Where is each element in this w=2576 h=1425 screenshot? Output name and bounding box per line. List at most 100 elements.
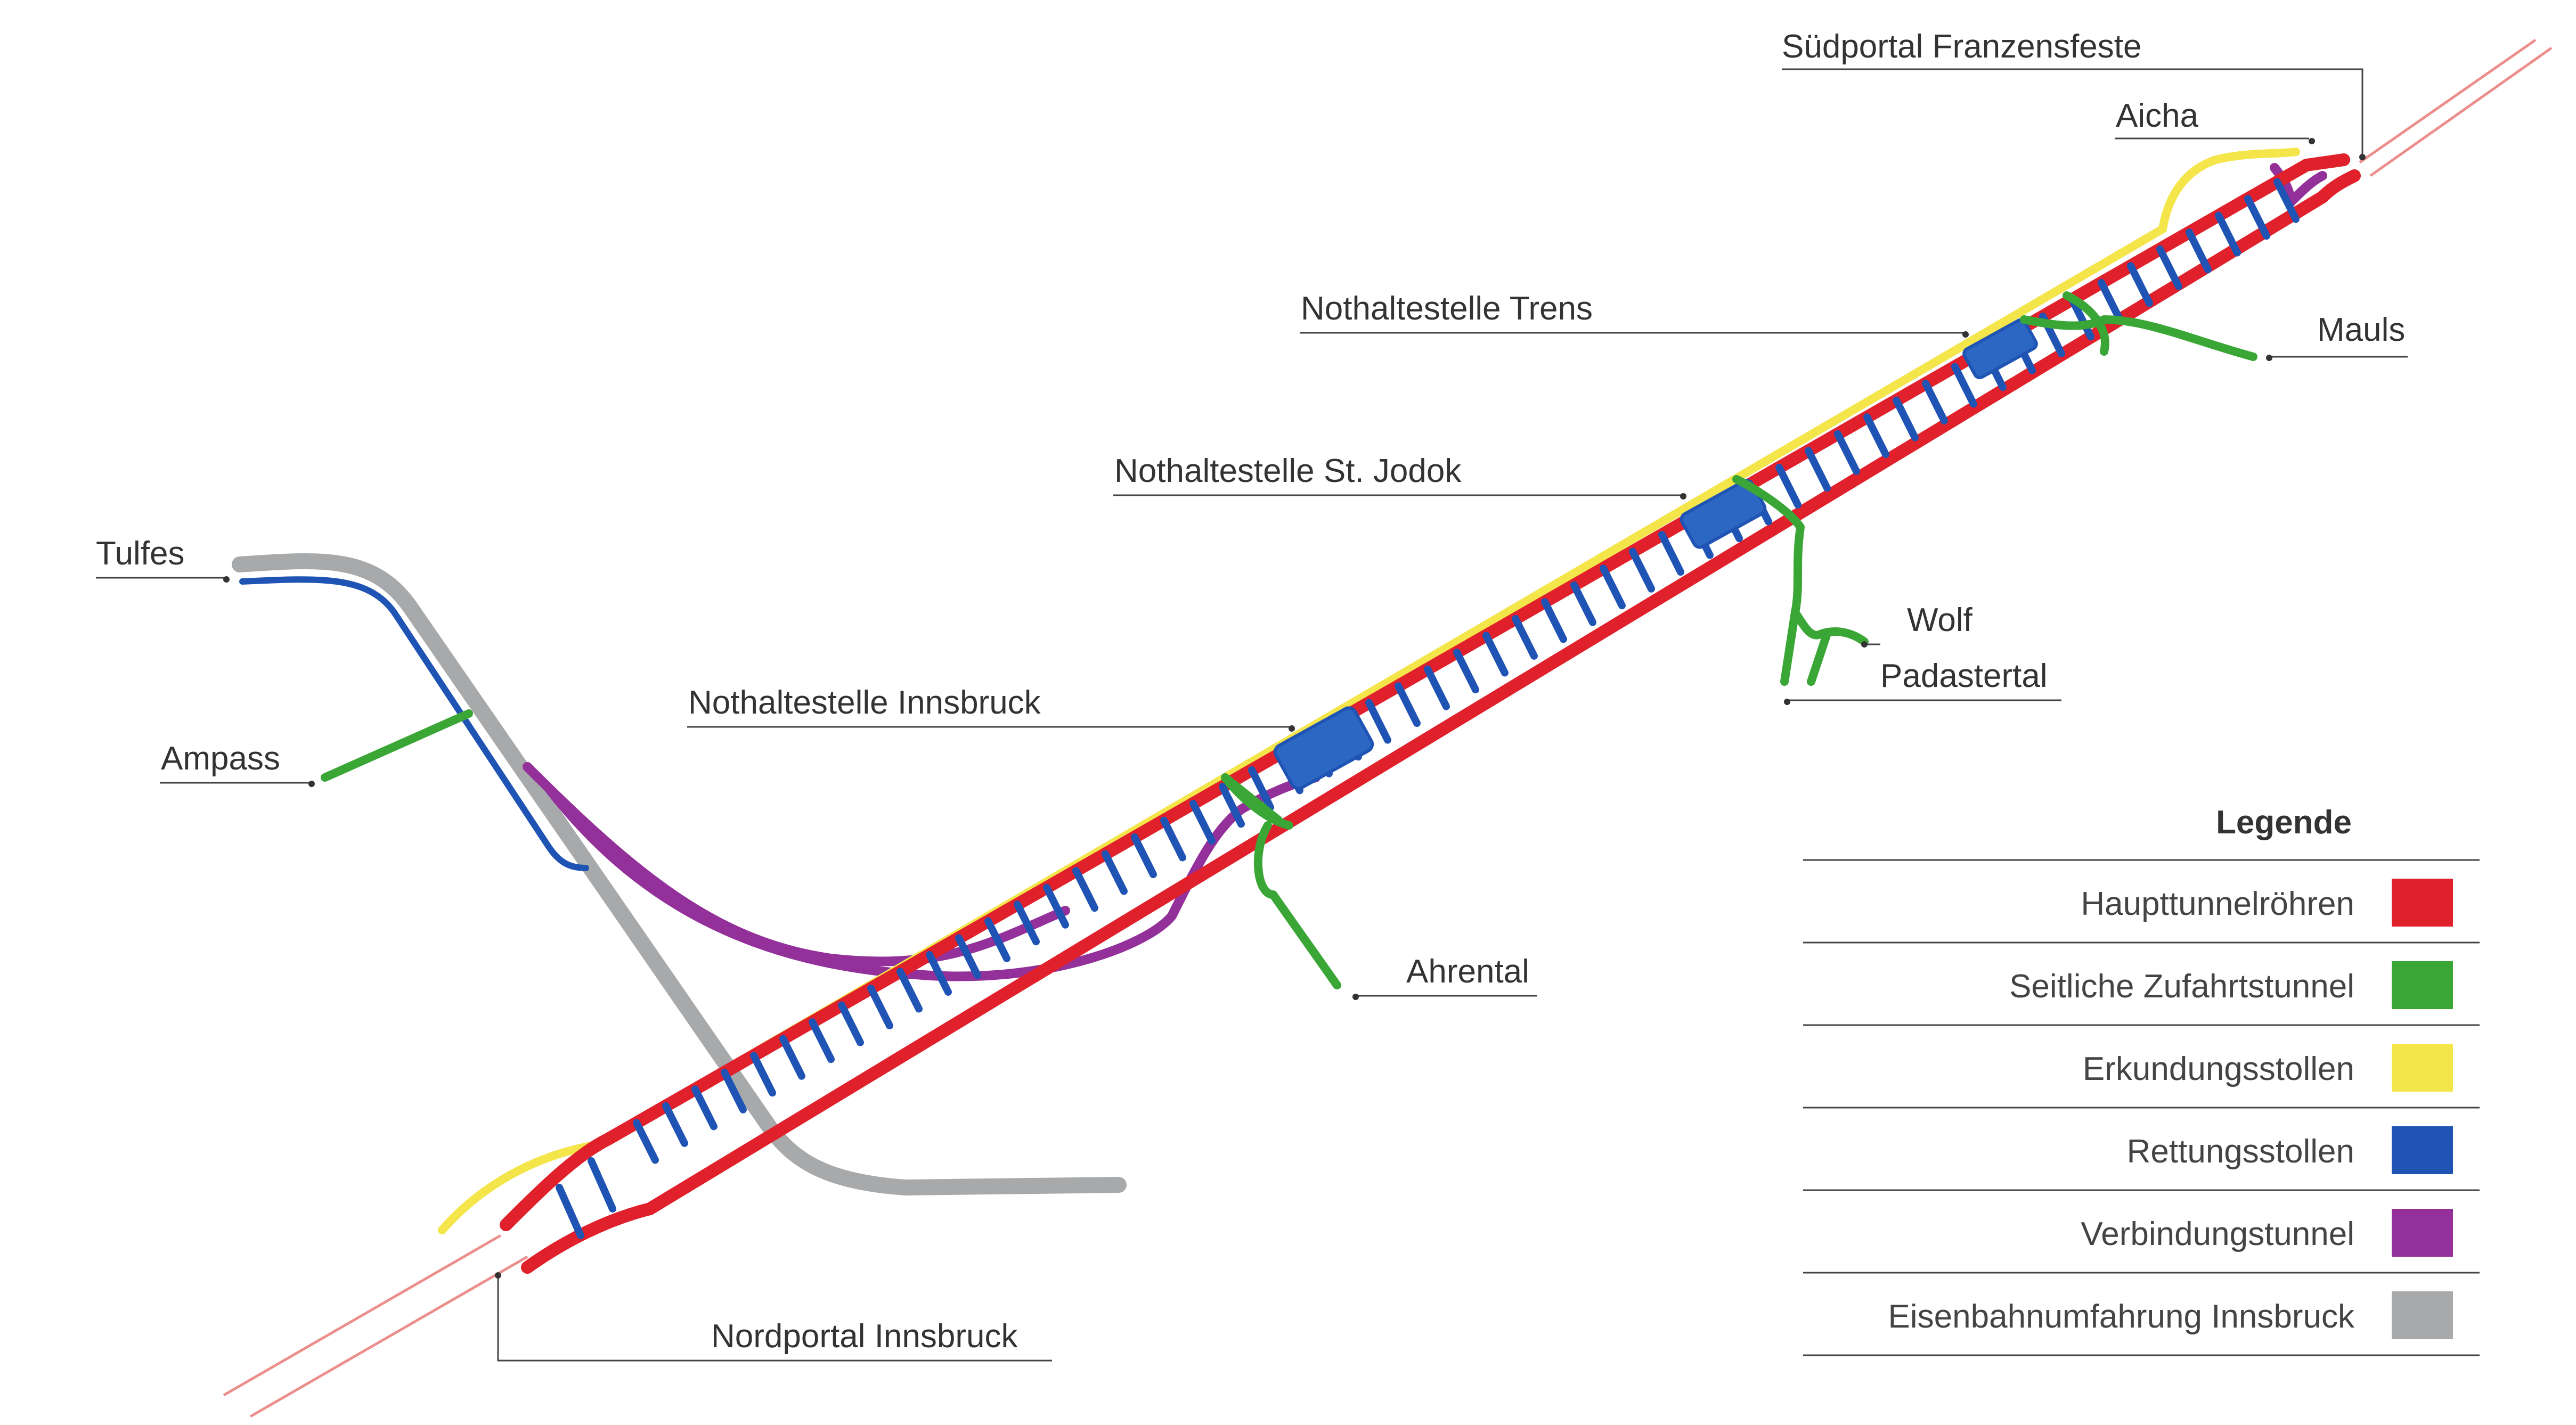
label-trens: Nothaltestelle Trens xyxy=(1301,290,1593,327)
cross-passage xyxy=(1805,447,1831,492)
cross-passage xyxy=(588,1157,616,1213)
cross-passage xyxy=(1043,883,1069,929)
connection-tunnel-south-2 xyxy=(2286,171,2327,207)
cross-passage xyxy=(2098,279,2124,324)
cross-passage xyxy=(1863,413,1889,458)
cross-passage xyxy=(1541,598,1567,643)
leader-lines xyxy=(96,68,2408,1362)
cross-passage xyxy=(721,1068,747,1113)
cross-passage xyxy=(2156,245,2182,290)
cross-passage xyxy=(1424,665,1450,710)
cross-passage xyxy=(955,934,981,979)
cross-passage xyxy=(1570,581,1596,626)
label-suedportal: Südportal Franzensfeste xyxy=(1782,28,2142,65)
cross-passage xyxy=(1951,363,1977,408)
emergency-stop-trens xyxy=(1962,318,2038,380)
legend-title: Legende xyxy=(2216,804,2352,841)
label-ahrental: Ahrental xyxy=(1406,953,1529,990)
legend-swatch-main xyxy=(2392,879,2453,927)
cross-passage xyxy=(1922,380,1948,425)
access-tunnel-mauls xyxy=(2020,315,2257,361)
main-tunnel-west xyxy=(500,153,2350,1231)
main-tunnels xyxy=(500,153,2361,1274)
cross-passage xyxy=(2127,262,2153,307)
legend-label-access: Seitliche Zufahrtstunnel xyxy=(2009,968,2354,1005)
cross-passage xyxy=(691,1085,718,1131)
cross-passage xyxy=(779,1035,805,1080)
exploration-tunnel xyxy=(438,148,2300,1234)
cross-passage xyxy=(1600,564,1626,610)
rescue-tunnel-tulfes xyxy=(239,576,589,871)
legend-item-connection: Verbindungstunnel xyxy=(1803,1209,2480,1274)
legend-swatch-rescue xyxy=(2392,1126,2453,1174)
cross-passage xyxy=(1219,783,1245,828)
cross-passage xyxy=(2186,228,2212,274)
label-nordportal: Nordportal Innsbruck xyxy=(711,1318,1018,1355)
access-tunnels xyxy=(321,291,2257,989)
label-jodok: Nothaltestelle St. Jodok xyxy=(1114,453,1462,489)
label-padastertal: Padastertal xyxy=(1880,658,2048,694)
cross-passage xyxy=(1395,682,1421,727)
leader-suedportal xyxy=(1782,68,2363,154)
connection-tunnel-1 xyxy=(523,762,1070,967)
access-tunnel-wolf xyxy=(1732,475,1805,686)
legend-item-access: Seitliche Zufahrtstunnel xyxy=(1803,961,2480,1026)
access-tunnel-mauls-2 xyxy=(2063,291,2109,356)
bypass-innsbruck xyxy=(232,553,1127,1196)
leader-dot-suedportal xyxy=(2359,154,2366,160)
cross-passage xyxy=(1131,833,1157,879)
cross-passage xyxy=(1629,547,1655,593)
cross-passage xyxy=(1248,766,1274,811)
cross-passage xyxy=(1160,816,1186,862)
cross-passage xyxy=(750,1052,776,1097)
cross-passage xyxy=(1512,615,1538,660)
label-ampass: Ampass xyxy=(161,740,280,777)
legend-swatch-access xyxy=(2392,961,2453,1009)
rail-line-north-west-2 xyxy=(249,1255,528,1418)
leader-dot-wolf xyxy=(1861,641,1868,648)
label-wolf: Wolf xyxy=(1907,602,1973,638)
legend-label-bypass: Eisenbahnumfahrung Innsbruck xyxy=(1888,1298,2355,1335)
cross-passage xyxy=(1893,396,1919,441)
cross-passage xyxy=(662,1102,688,1147)
label-innsbruck-stop: Nothaltestelle Innsbruck xyxy=(688,684,1041,721)
cross-passage xyxy=(1072,867,1098,912)
cross-passage xyxy=(2273,178,2300,223)
legend-swatch-exploration xyxy=(2392,1044,2453,1092)
cross-passage xyxy=(2068,296,2094,341)
cross-passage xyxy=(926,951,952,996)
cross-passage xyxy=(1102,850,1128,895)
cross-passage xyxy=(1453,649,1479,693)
leader-dot-trens xyxy=(1962,331,1969,338)
labels: Südportal Franzensfeste Aicha Nothaltest… xyxy=(96,28,2405,1355)
leader-dot-aicha xyxy=(2309,138,2315,144)
leader-dot-ahrental xyxy=(1352,994,1359,1000)
leader-nordportal xyxy=(497,1278,1052,1362)
label-tulfes: Tulfes xyxy=(96,535,185,572)
legend-label-main: Haupttunnelröhren xyxy=(2081,886,2354,922)
cross-passage xyxy=(896,968,923,1013)
cross-passage xyxy=(984,917,1010,962)
legend: Legende Haupttunnelröhren Seitliche Zufa… xyxy=(1803,804,2480,1356)
cross-passage xyxy=(556,1184,584,1239)
access-tunnel-ampass xyxy=(321,709,473,782)
external-rail-lines xyxy=(223,38,2553,1418)
label-mauls: Mauls xyxy=(2317,312,2405,348)
rail-line-north-west xyxy=(223,1234,502,1397)
label-aicha: Aicha xyxy=(2116,97,2199,134)
emergency-stop-innsbruck xyxy=(1273,706,1374,790)
leader-dot-innsbruck-stop xyxy=(1289,725,1295,732)
access-tunnel-ahrental-loop xyxy=(1221,773,1293,830)
connection-tunnel-2 xyxy=(544,783,1177,981)
cross-passage xyxy=(838,1001,864,1046)
leader-dot-ampass xyxy=(308,781,315,787)
cross-passage xyxy=(1658,531,1684,576)
leader-dot-tulfes xyxy=(223,576,230,583)
leader-dot-jodok xyxy=(1680,493,1686,499)
leader-dot-mauls xyxy=(2266,355,2272,361)
legend-label-connection: Verbindungstunnel xyxy=(2081,1216,2354,1252)
leader-dot-padastertal xyxy=(1784,699,1790,705)
cross-passage xyxy=(1482,632,1509,677)
cross-passage xyxy=(1189,799,1216,845)
